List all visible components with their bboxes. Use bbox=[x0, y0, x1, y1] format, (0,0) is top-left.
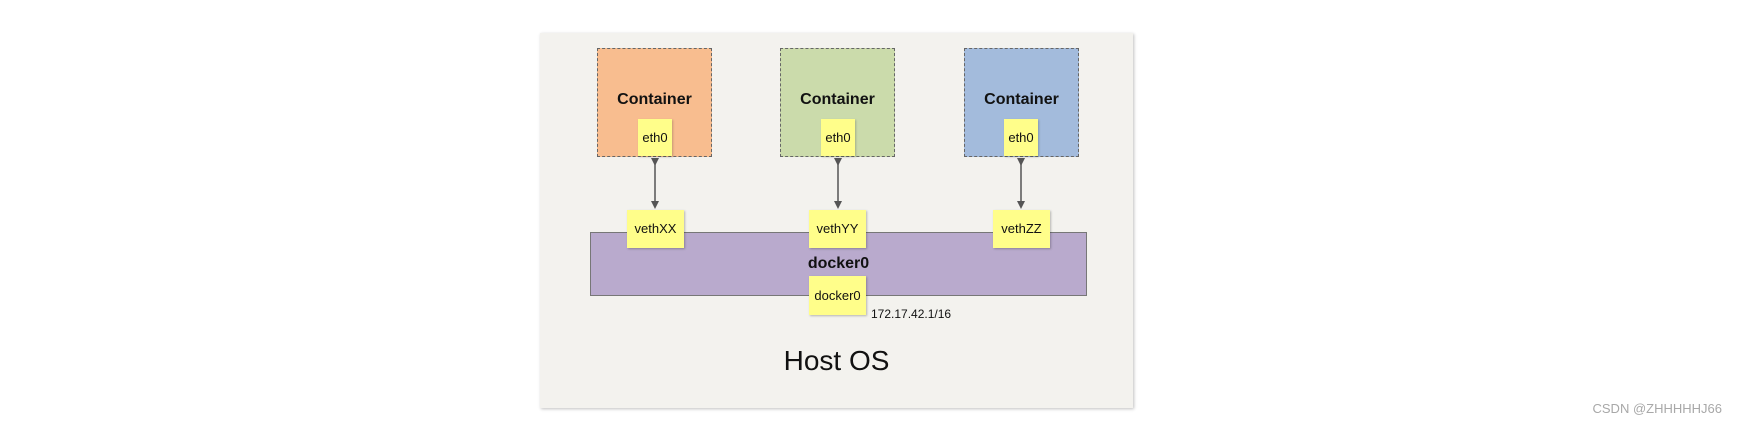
container-box-2: Container bbox=[780, 48, 895, 157]
bridge-ip-label: 172.17.42.1/16 bbox=[871, 307, 952, 321]
veth-zz: vethZZ bbox=[993, 210, 1050, 248]
veth-xx: vethXX bbox=[627, 210, 684, 248]
docker0-interface: docker0 bbox=[809, 276, 866, 315]
container-eth0-1: eth0 bbox=[638, 119, 672, 156]
container-eth0-3: eth0 bbox=[1004, 119, 1038, 156]
container-title: Container bbox=[800, 91, 875, 108]
veth-yy: vethYY bbox=[809, 210, 866, 248]
container-title: Container bbox=[984, 91, 1059, 108]
container-title: Container bbox=[617, 91, 692, 108]
container-eth0-2: eth0 bbox=[821, 119, 855, 156]
host-os-label: Host OS bbox=[783, 345, 890, 376]
bridge-label: docker0 bbox=[807, 255, 870, 272]
watermark: CSDN @ZHHHHHJ66 bbox=[1592, 401, 1723, 416]
